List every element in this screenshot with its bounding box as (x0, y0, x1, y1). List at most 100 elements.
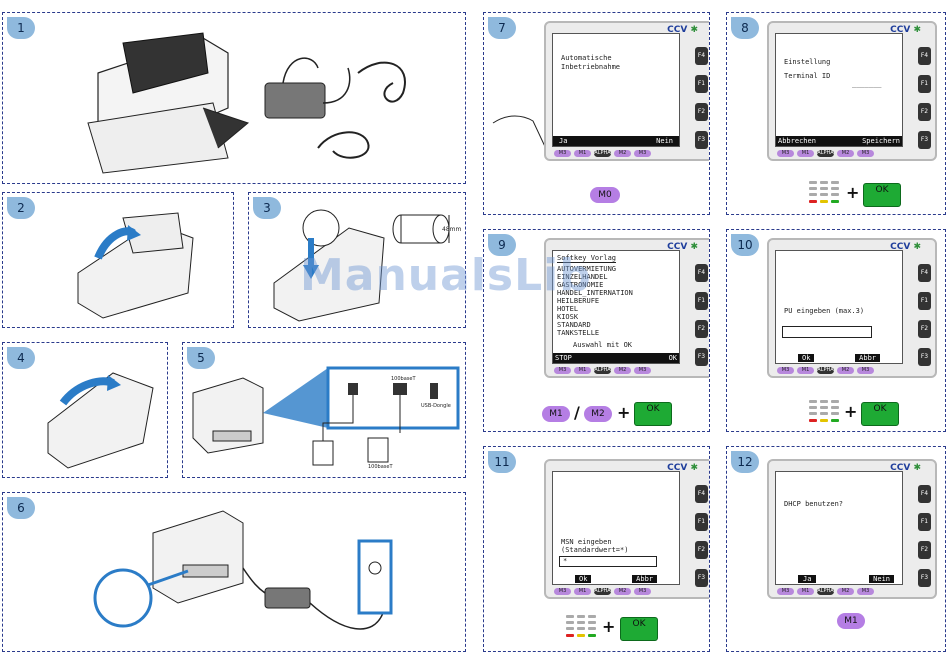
plus-sign: + (617, 403, 631, 422)
softkey-right[interactable]: Nein (869, 575, 894, 583)
m3-key[interactable]: M3 (857, 367, 874, 374)
f1-key[interactable]: F1 (918, 292, 931, 310)
connection-ports-illustration (192, 366, 460, 466)
roll-size-label: 48mm (442, 226, 462, 233)
menu-item[interactable]: KIOSK (557, 313, 579, 321)
terminal-screen: Einstellung Terminal ID _______ Abbreche… (775, 33, 903, 147)
keypad-icon (809, 181, 841, 207)
m2-key[interactable]: M2 (614, 150, 631, 157)
hand-pointer-illustration (492, 115, 549, 154)
f3-key[interactable]: F3 (918, 569, 931, 587)
m2-key[interactable]: M2 (837, 150, 854, 157)
menu-item[interactable]: STANDARD (557, 321, 591, 329)
f4-key[interactable]: F4 (695, 485, 708, 503)
softkey-right[interactable]: Abbr (632, 575, 657, 583)
f3-key[interactable]: F3 (695, 569, 708, 587)
alpha-key[interactable]: ALPHA (594, 588, 611, 595)
f2-key[interactable]: F2 (918, 541, 931, 559)
step-11-panel: 11 CCV MSN eingeben (Standardwert=*) * O… (483, 446, 710, 652)
input-field[interactable]: * (559, 556, 657, 567)
m3-key[interactable]: M3 (554, 367, 571, 374)
f3-key[interactable]: F3 (695, 348, 708, 366)
step-badge: 3 (253, 197, 281, 219)
separator: / (574, 403, 580, 422)
m1-key[interactable]: M1 (797, 588, 814, 595)
m2-key[interactable]: M2 (614, 588, 631, 595)
ok-key-icon: OK (634, 402, 672, 426)
f4-key[interactable]: F4 (695, 47, 708, 65)
m3-key[interactable]: M3 (634, 150, 651, 157)
ccv-logo: CCV (667, 463, 698, 473)
f1-key[interactable]: F1 (695, 513, 708, 531)
alpha-key[interactable]: ALPHA (817, 588, 834, 595)
m3-key[interactable]: M3 (857, 588, 874, 595)
m2-key[interactable]: M2 (837, 588, 854, 595)
alpha-key[interactable]: ALPHA (817, 150, 834, 157)
m3-key[interactable]: M3 (554, 150, 571, 157)
m3-key[interactable]: M3 (634, 588, 651, 595)
m3-key[interactable]: M3 (857, 150, 874, 157)
m3-key[interactable]: M3 (777, 150, 794, 157)
f2-key[interactable]: F2 (695, 541, 708, 559)
m2-key[interactable]: M2 (837, 367, 854, 374)
ccv-logo: CCV (890, 25, 921, 35)
menu-item[interactable]: AUTOVERMIETUNG (557, 265, 617, 273)
f4-key[interactable]: F4 (918, 47, 931, 65)
softkey-left[interactable]: Ok (575, 575, 592, 583)
f3-key[interactable]: F3 (695, 131, 708, 149)
step-8-panel: 8 CCV Einstellung Terminal ID _______ Ab… (726, 12, 946, 215)
f3-key[interactable]: F3 (918, 348, 931, 366)
m1-key[interactable]: M1 (574, 588, 591, 595)
softkey-left[interactable]: Abbrechen (778, 137, 816, 145)
m1-key[interactable]: M1 (574, 367, 591, 374)
f4-key[interactable]: F4 (918, 485, 931, 503)
softkey-right[interactable]: OK (668, 354, 677, 362)
input-value: * (563, 557, 568, 565)
m3-key[interactable]: M3 (634, 367, 651, 374)
m1-key[interactable]: M1 (797, 367, 814, 374)
softkey-left[interactable]: Ok (798, 354, 815, 362)
m2-key[interactable]: M2 (614, 367, 631, 374)
alpha-key[interactable]: ALPHA (594, 150, 611, 157)
softkey-left[interactable]: Ja (798, 575, 817, 583)
softkey-right[interactable]: Nein (656, 137, 673, 145)
m3-key[interactable]: M3 (777, 588, 794, 595)
input-box[interactable] (782, 326, 872, 338)
step-1-panel: 1 (2, 12, 466, 184)
m1-key[interactable]: M1 (797, 150, 814, 157)
softkey-left[interactable]: STOP (555, 354, 572, 362)
menu-keys: M3 M1 ALPHA M2 M3 (554, 150, 651, 157)
softkey-left[interactable]: Ja (559, 137, 568, 145)
ok-key-icon: OK (620, 617, 658, 641)
f2-key[interactable]: F2 (918, 103, 931, 121)
softkey-right[interactable]: Speichern (862, 137, 900, 145)
prompt: PU eingeben (max.3) (784, 307, 865, 315)
f4-key[interactable]: F4 (918, 264, 931, 282)
f2-key[interactable]: F2 (695, 103, 708, 121)
f2-key[interactable]: F2 (918, 320, 931, 338)
f1-key[interactable]: F1 (918, 75, 931, 93)
menu-item[interactable]: HEILBERUFE (557, 297, 600, 305)
watermark: ManualsLib (300, 250, 592, 301)
alpha-key[interactable]: ALPHA (817, 367, 834, 374)
usb-port-label: USB-Dongle (421, 403, 451, 409)
f1-key[interactable]: F1 (695, 292, 708, 310)
menu-item[interactable]: EINZELHANDEL (557, 273, 608, 281)
menu-item[interactable]: HANDEL_INTERNATION (557, 289, 633, 297)
menu-item[interactable]: TANKSTELLE (557, 329, 600, 337)
m3-key[interactable]: M3 (777, 367, 794, 374)
f1-key[interactable]: F1 (918, 513, 931, 531)
menu-item[interactable]: GASTRONOMIE (557, 281, 604, 289)
menu-item[interactable]: HOTEL (557, 305, 579, 313)
f3-key[interactable]: F3 (918, 131, 931, 149)
plus-sign: + (844, 402, 858, 421)
softkey-right[interactable]: Abbr (855, 354, 880, 362)
f2-key[interactable]: F2 (695, 320, 708, 338)
m1-key[interactable]: M1 (574, 150, 591, 157)
step-6-panel: 6 (2, 492, 466, 652)
m3-key[interactable]: M3 (554, 588, 571, 595)
f4-key[interactable]: F4 (695, 264, 708, 282)
ok-label: OK (632, 619, 646, 629)
alpha-key[interactable]: ALPHA (594, 367, 611, 374)
f1-key[interactable]: F1 (695, 75, 708, 93)
